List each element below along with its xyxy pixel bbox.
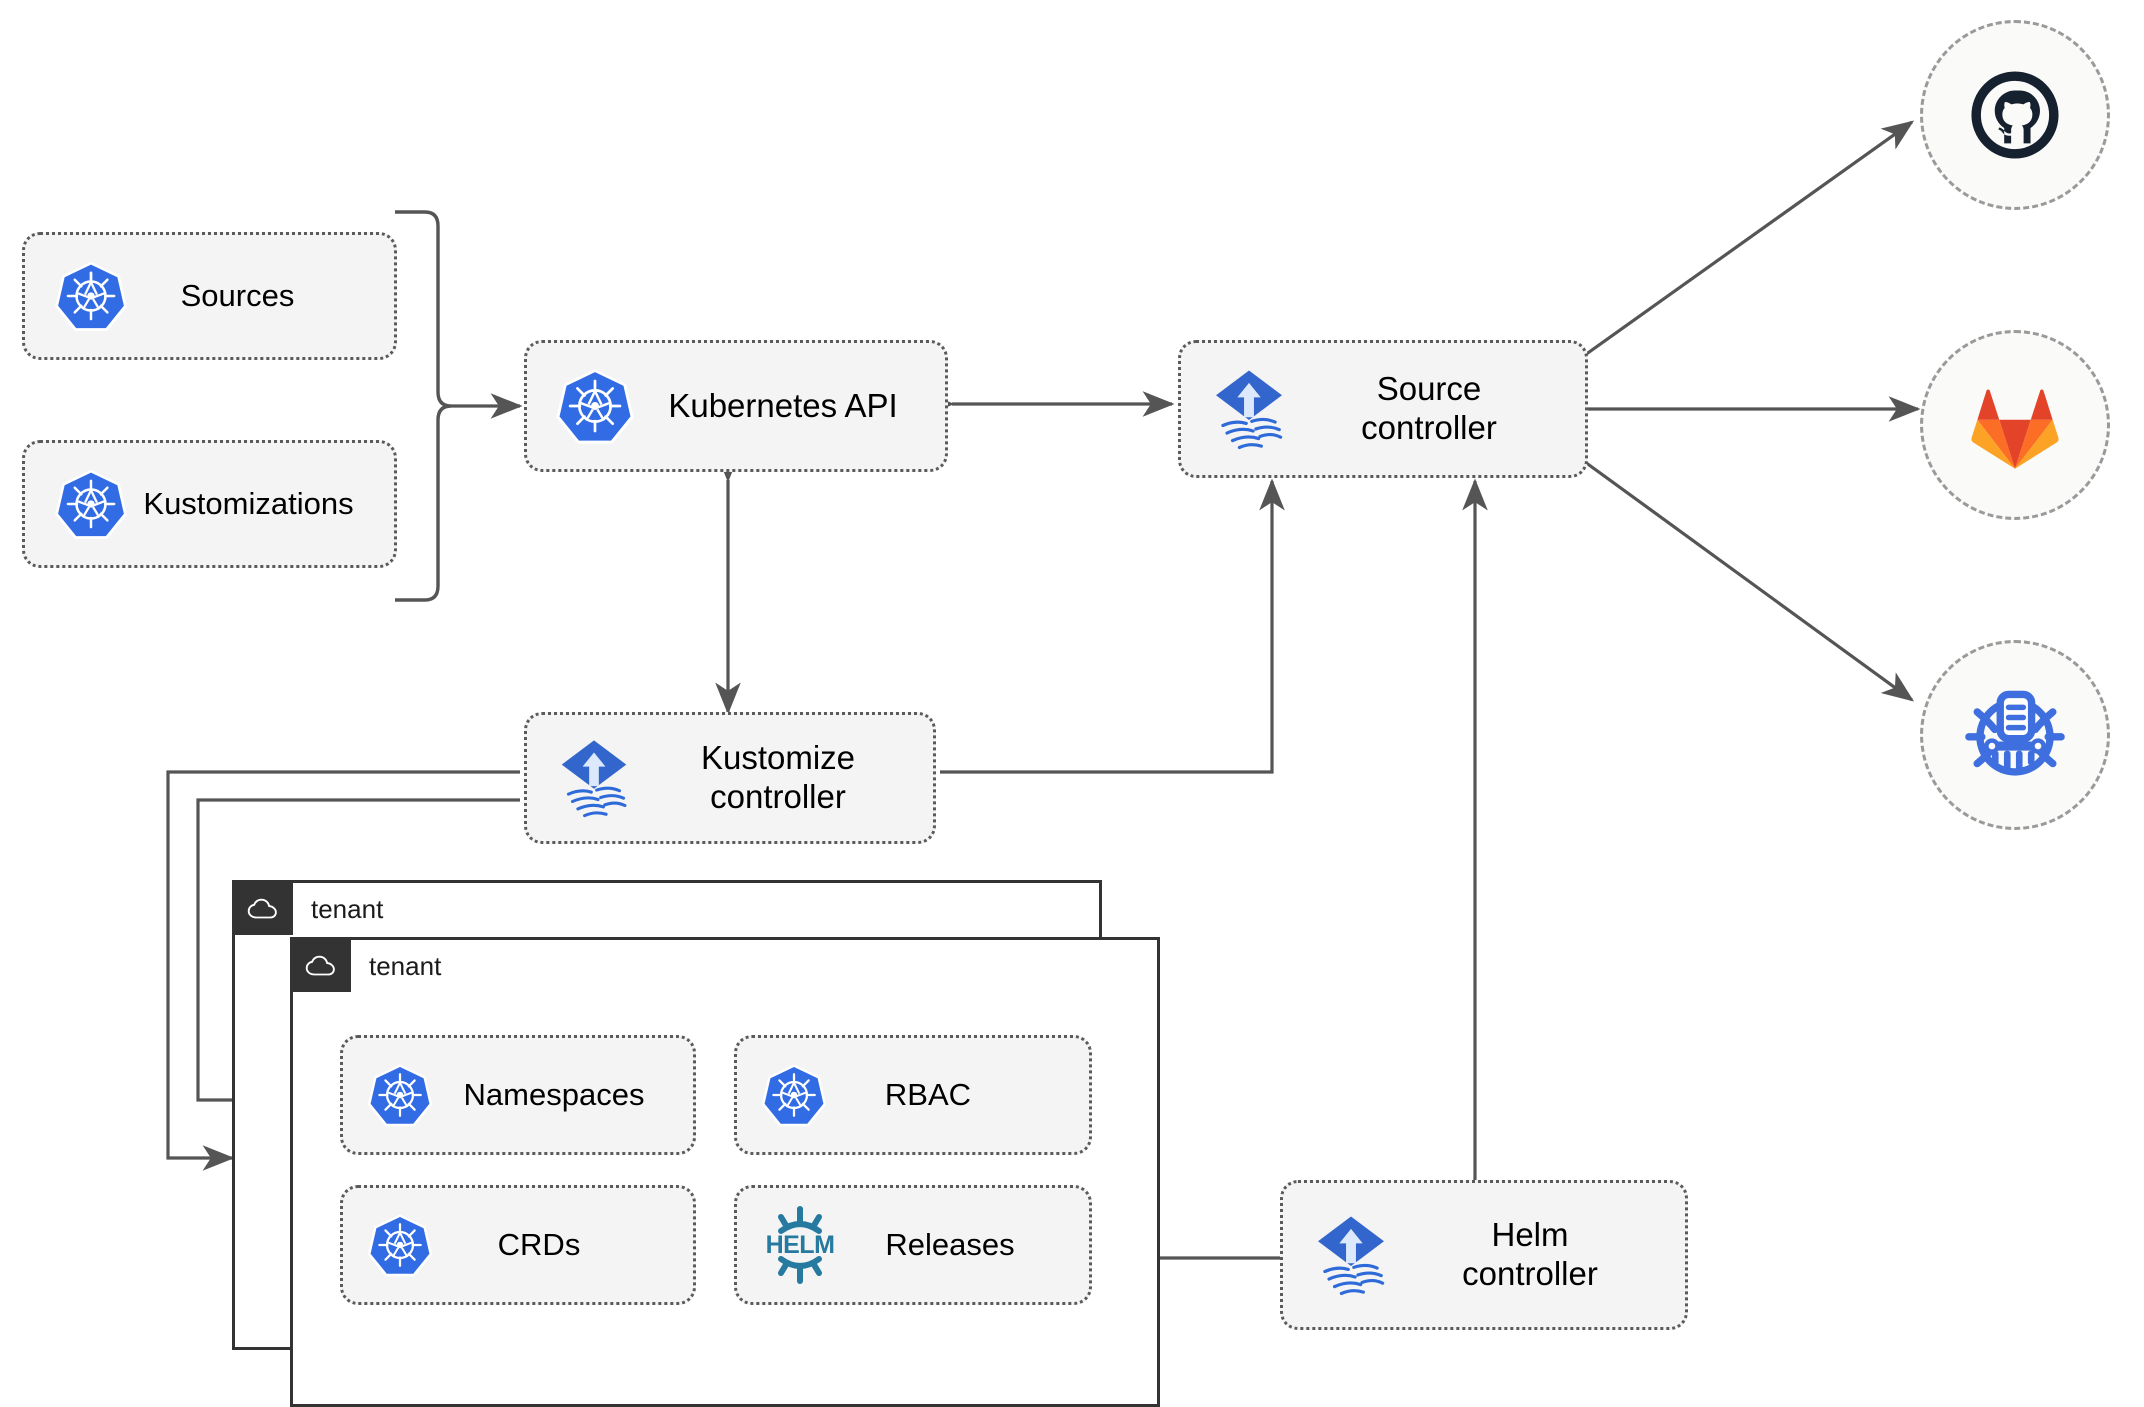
node-crds-label: CRDs — [497, 1226, 581, 1262]
node-releases[interactable]: HELM Releases — [734, 1185, 1092, 1305]
node-namespaces[interactable]: Namespaces — [340, 1035, 696, 1155]
flux-icon — [1297, 1211, 1405, 1299]
kubernetes-icon — [543, 365, 647, 447]
tenant-header-inner: tenant — [293, 940, 441, 992]
node-source-controller[interactable]: Source controller — [1178, 340, 1588, 478]
node-rbac[interactable]: RBAC — [734, 1035, 1092, 1155]
provider-gitlab[interactable] — [1920, 330, 2110, 520]
kubernetes-icon — [43, 466, 139, 542]
node-namespaces-label: Namespaces — [463, 1076, 645, 1112]
kubernetes-icon — [357, 1211, 443, 1279]
node-releases-label: Releases — [885, 1226, 1015, 1262]
helm-icon: HELM — [751, 1205, 849, 1285]
node-rbac-label: RBAC — [884, 1076, 972, 1112]
tenant-title-outer: tenant — [311, 893, 384, 924]
node-helm-controller-label: Helm controller — [1462, 1216, 1598, 1292]
tenant-panel-inner[interactable]: tenant — [290, 937, 1160, 1407]
node-kustomize-controller-label: Kustomize controller — [700, 739, 856, 815]
kustomize-icon — [1965, 690, 2065, 776]
cloud-icon — [235, 883, 293, 935]
node-kustomizations-label: Kustomizations — [143, 485, 354, 521]
node-kubernetes-api[interactable]: Kubernetes API — [524, 340, 948, 472]
tenant-header-outer: tenant — [235, 883, 383, 935]
node-kustomizations[interactable]: Kustomizations — [22, 440, 397, 568]
node-helm-controller[interactable]: Helm controller — [1280, 1180, 1688, 1330]
provider-github[interactable] — [1920, 20, 2110, 210]
svg-text:HELM: HELM — [766, 1231, 835, 1259]
kubernetes-icon — [357, 1061, 443, 1129]
provider-kustomize[interactable] — [1920, 640, 2110, 830]
node-source-controller-label: Source controller — [1361, 370, 1497, 446]
kubernetes-icon — [43, 258, 139, 334]
node-sources-label: Sources — [180, 277, 295, 313]
tenant-title-inner: tenant — [369, 950, 442, 981]
node-sources[interactable]: Sources — [22, 232, 397, 360]
node-kubernetes-api-label: Kubernetes API — [668, 386, 898, 424]
node-kustomize-controller[interactable]: Kustomize controller — [524, 712, 936, 844]
kubernetes-icon — [751, 1061, 837, 1129]
flux-icon — [541, 735, 647, 821]
cloud-icon — [293, 940, 351, 992]
flux-icon — [1195, 365, 1303, 453]
github-icon — [1971, 71, 2059, 159]
gitlab-icon — [1971, 389, 2059, 469]
node-crds[interactable]: CRDs — [340, 1185, 696, 1305]
